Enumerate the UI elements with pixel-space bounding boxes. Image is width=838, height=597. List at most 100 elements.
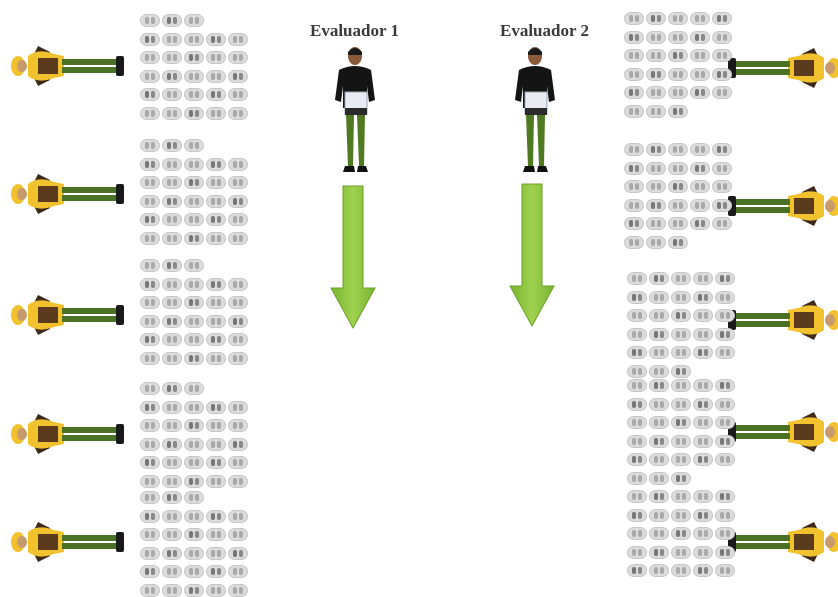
cocoa-pod-icon bbox=[671, 346, 691, 359]
cocoa-pod-icon bbox=[649, 527, 669, 540]
cocoa-pod-icon bbox=[184, 351, 204, 365]
cocoa-pod-icon bbox=[646, 180, 666, 193]
cocoa-pod-icon bbox=[646, 143, 666, 156]
field-worker-icon bbox=[724, 512, 838, 577]
cocoa-pod-icon bbox=[693, 527, 713, 540]
evaluator-2-title: Evaluador 2 bbox=[500, 21, 589, 40]
cocoa-pod-icon bbox=[693, 327, 713, 341]
cocoa-pod-icon bbox=[715, 397, 735, 411]
cocoa-pod-icon bbox=[162, 157, 182, 171]
cocoa-pod-icon bbox=[671, 379, 691, 392]
cocoa-pod-icon bbox=[228, 176, 248, 189]
cocoa-pod-icon bbox=[649, 508, 669, 522]
cocoa-pod-icon bbox=[184, 69, 204, 83]
cocoa-pod-icon bbox=[206, 106, 226, 120]
cocoa-pod-icon bbox=[228, 213, 248, 226]
cocoa-pod-icon bbox=[693, 453, 713, 466]
cocoa-pod-icon bbox=[624, 12, 644, 25]
cocoa-pod-icon bbox=[627, 364, 647, 378]
cocoa-pod-icon bbox=[140, 528, 160, 541]
cocoa-pod-icon bbox=[184, 32, 204, 46]
cocoa-pod-icon bbox=[184, 259, 204, 272]
field-worker-icon bbox=[8, 512, 128, 577]
cocoa-pod-icon bbox=[162, 296, 182, 309]
cocoa-pod-icon bbox=[184, 456, 204, 469]
field-worker-icon bbox=[8, 404, 128, 469]
cocoa-pod-icon bbox=[712, 12, 732, 25]
cocoa-pod-icon bbox=[184, 176, 204, 189]
cocoa-pod-icon bbox=[627, 379, 647, 392]
cocoa-pod-icon bbox=[671, 364, 691, 378]
cocoa-pod-icon bbox=[228, 419, 248, 432]
cocoa-pod-icon bbox=[671, 564, 691, 577]
cocoa-pod-icon bbox=[162, 69, 182, 83]
cocoa-pod-icon bbox=[627, 564, 647, 577]
cocoa-pod-icon bbox=[624, 30, 644, 44]
cocoa-pod-icon bbox=[162, 565, 182, 578]
cocoa-pod-icon bbox=[649, 379, 669, 392]
cocoa-pod-icon bbox=[668, 161, 688, 175]
cocoa-pod-icon bbox=[140, 546, 160, 560]
cocoa-pod-icon bbox=[690, 86, 710, 99]
cocoa-pod-icon bbox=[184, 296, 204, 309]
cocoa-pod-icon bbox=[206, 176, 226, 189]
cocoa-pod-icon bbox=[140, 32, 160, 46]
cocoa-pod-icon bbox=[184, 314, 204, 328]
cocoa-pod-icon bbox=[646, 217, 666, 230]
cocoa-pod-icon bbox=[228, 456, 248, 469]
cocoa-pod-icon bbox=[712, 143, 732, 156]
cocoa-pod-icon bbox=[646, 235, 666, 249]
cocoa-pod-icon bbox=[690, 180, 710, 193]
cocoa-pod-icon bbox=[671, 453, 691, 466]
cocoa-pod-icon bbox=[228, 51, 248, 64]
cocoa-pod-icon bbox=[162, 259, 182, 272]
evaluator-1-title: Evaluador 1 bbox=[310, 21, 399, 40]
cocoa-pod-icon bbox=[671, 272, 691, 285]
cocoa-pod-icon bbox=[715, 416, 735, 429]
cocoa-pod-icon bbox=[184, 437, 204, 451]
cocoa-pod-icon bbox=[646, 49, 666, 62]
cocoa-pod-icon bbox=[668, 86, 688, 99]
cocoa-pod-icon bbox=[712, 217, 732, 230]
cocoa-pod-icon bbox=[671, 527, 691, 540]
cocoa-pod-icon bbox=[140, 474, 160, 488]
cocoa-pod-icon bbox=[140, 419, 160, 432]
cocoa-pod-icon bbox=[668, 67, 688, 81]
cocoa-pod-icon bbox=[715, 379, 735, 392]
cocoa-pod-icon bbox=[162, 509, 182, 523]
cocoa-pod-icon bbox=[712, 161, 732, 175]
cocoa-pod-icon bbox=[690, 143, 710, 156]
cocoa-pod-icon bbox=[184, 157, 204, 171]
cocoa-pod-icon bbox=[712, 30, 732, 44]
cocoa-pod-icon bbox=[140, 176, 160, 189]
cocoa-pod-icon bbox=[712, 198, 732, 212]
cocoa-pod-icon bbox=[228, 528, 248, 541]
cocoa-pod-icon bbox=[206, 51, 226, 64]
cocoa-pod-icon bbox=[228, 351, 248, 365]
cocoa-pod-icon bbox=[206, 296, 226, 309]
cocoa-pod-icon bbox=[649, 327, 669, 341]
cocoa-pod-icon bbox=[184, 528, 204, 541]
cocoa-pod-icon bbox=[627, 397, 647, 411]
cocoa-pod-icon bbox=[671, 309, 691, 322]
cocoa-pod-icon bbox=[206, 194, 226, 208]
cocoa-pod-icon bbox=[140, 88, 160, 101]
cocoa-pod-icon bbox=[140, 565, 160, 578]
cocoa-pod-icon bbox=[624, 86, 644, 99]
cocoa-pod-icon bbox=[206, 333, 226, 346]
cocoa-pod-icon bbox=[206, 419, 226, 432]
cocoa-pod-icon bbox=[649, 290, 669, 304]
cocoa-pod-icon bbox=[206, 509, 226, 523]
cocoa-pod-icon bbox=[228, 333, 248, 346]
field-worker-icon bbox=[724, 402, 838, 467]
cocoa-pod-icon bbox=[627, 272, 647, 285]
cocoa-pod-icon bbox=[649, 564, 669, 577]
cocoa-pod-icon bbox=[715, 453, 735, 466]
cocoa-pod-icon bbox=[184, 277, 204, 291]
cocoa-pod-icon bbox=[162, 176, 182, 189]
cocoa-pod-icon bbox=[140, 157, 160, 171]
cocoa-pod-icon bbox=[228, 437, 248, 451]
cocoa-pod-icon bbox=[690, 67, 710, 81]
cocoa-pod-icon bbox=[140, 583, 160, 597]
cocoa-pod-icon bbox=[693, 346, 713, 359]
